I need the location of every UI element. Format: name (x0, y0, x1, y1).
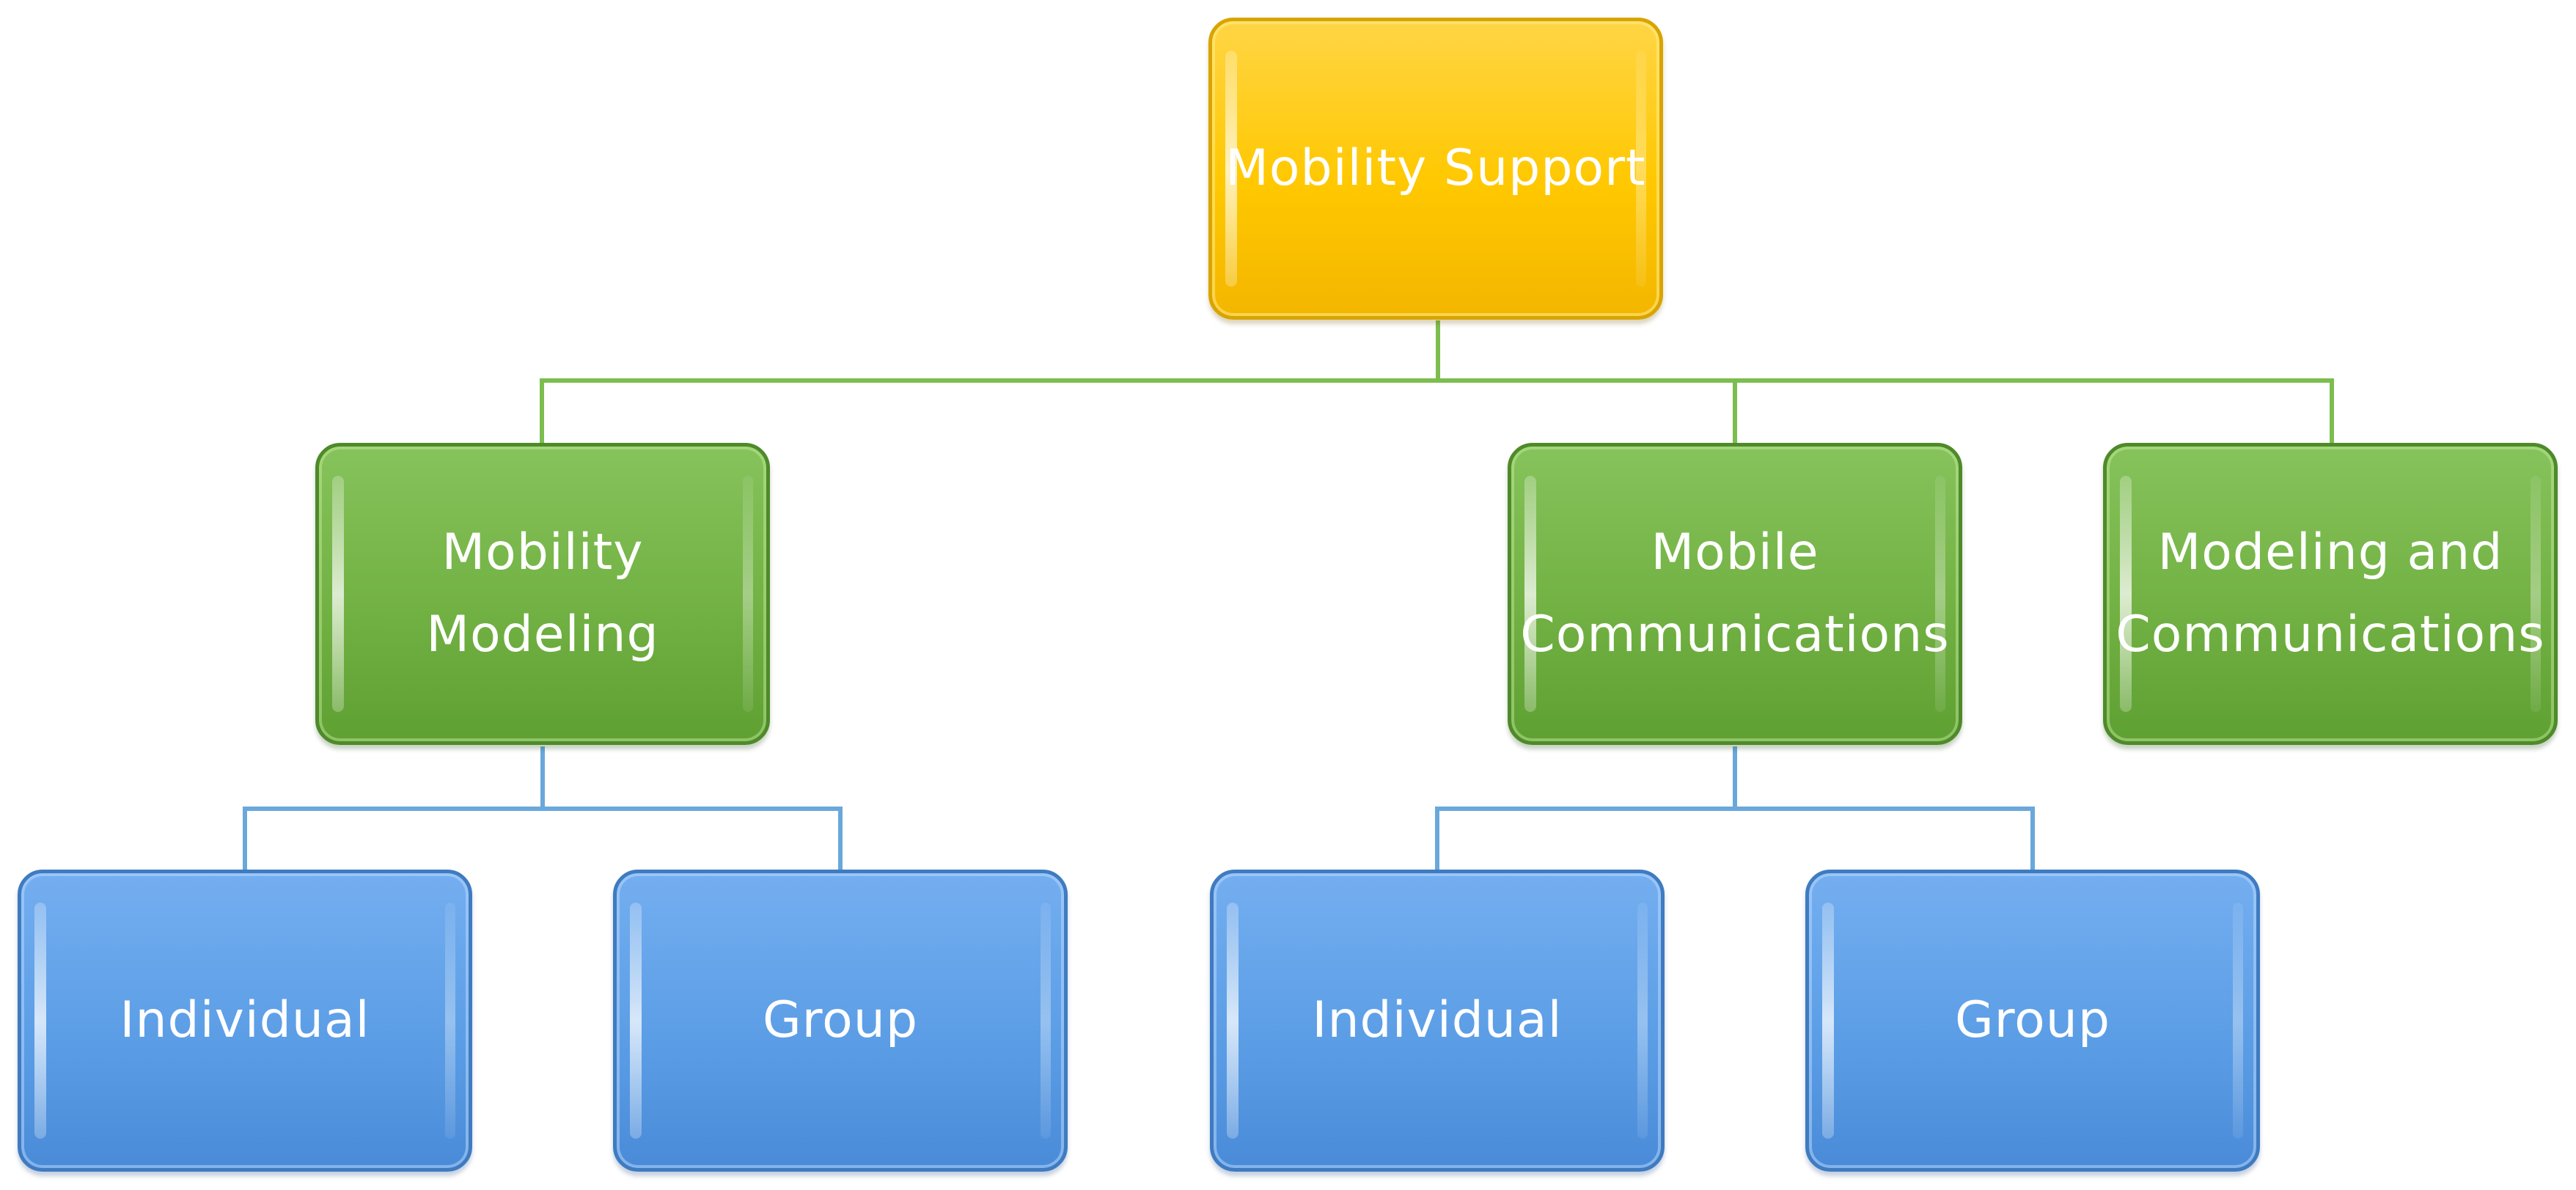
connector-branch-1-stem (540, 746, 545, 809)
leaf-node-label: Group (762, 991, 919, 1049)
leaf-node-individual-1: Individual (18, 870, 472, 1172)
connector-branch-1-drop (540, 378, 544, 443)
leaf-node-label: Group (1954, 991, 2111, 1049)
connector-leaf-4-drop (2030, 807, 2035, 870)
leaf-node-label: Individual (1312, 991, 1563, 1049)
root-node-label: Mobility Support (1225, 139, 1646, 197)
leaf-node-group-2: Group (1805, 870, 2260, 1172)
branch-node-mobility-modeling: Mobility Modeling (315, 443, 770, 745)
branch-node-mobile-communications: Mobile Communications (1508, 443, 1962, 745)
branch-node-label: Mobile Communications (1520, 524, 1950, 664)
connector-branch-3-drop (2330, 378, 2334, 443)
connector-branch-2-stem (1733, 746, 1737, 809)
branch-node-label: Mobility Modeling (426, 524, 659, 664)
connector-branch-2-bus (1435, 807, 2035, 811)
connector-branch-2-drop (1733, 378, 1737, 443)
connector-root-stem (1436, 320, 1440, 382)
root-node: Mobility Support (1208, 18, 1663, 320)
connector-root-bus (540, 378, 2334, 383)
connector-branch-1-bus (243, 807, 843, 811)
connector-leaf-3-drop (1435, 807, 1439, 870)
leaf-node-group-1: Group (613, 870, 1068, 1172)
connector-leaf-2-drop (838, 807, 843, 870)
branch-node-modeling-and-communications: Modeling and Communications (2103, 443, 2558, 745)
branch-node-label: Modeling and Communications (2116, 524, 2545, 664)
leaf-node-individual-2: Individual (1210, 870, 1665, 1172)
connector-leaf-1-drop (243, 807, 247, 870)
leaf-node-label: Individual (120, 991, 370, 1049)
